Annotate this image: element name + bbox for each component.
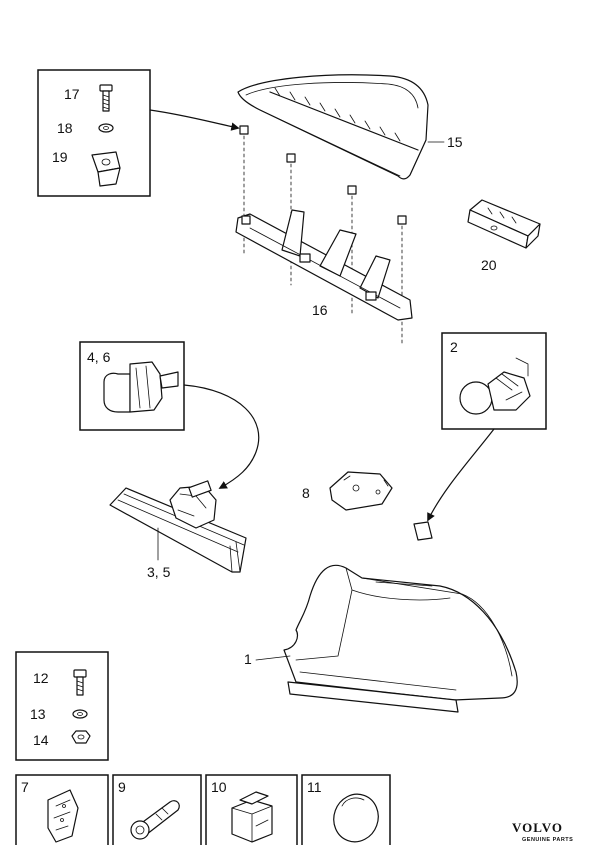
label-9: 9 (118, 779, 126, 795)
washer-13-part (72, 709, 88, 719)
mounting-screws (239, 125, 407, 346)
label-11: 11 (307, 779, 322, 795)
label-8: 8 (302, 485, 310, 501)
bolt-12-part (73, 669, 87, 696)
arrow-bulb-holder-to-lamp-3-5 (183, 384, 260, 489)
label-20: 20 (481, 257, 497, 273)
lamp-unit-3-5-part (109, 480, 247, 573)
bulb-socket-part (413, 521, 433, 541)
label-14: 14 (33, 732, 49, 748)
label-7: 7 (21, 779, 29, 795)
clip-nut-19-part (91, 151, 121, 187)
brand-name: VOLVO (512, 820, 563, 835)
arrow-inset-to-lamp-15 (149, 109, 240, 131)
label-10: 10 (211, 779, 227, 795)
label-12: 12 (33, 670, 49, 686)
inset-box-7: 7 (15, 774, 109, 845)
inset-box-fasteners-12-13-14: 12 13 14 (15, 651, 109, 761)
volvo-logo: VOLVO GENUINE PARTS (512, 820, 573, 843)
label-18: 18 (57, 120, 73, 136)
label-2: 2 (450, 339, 458, 355)
label-3-5: 3, 5 (147, 564, 171, 580)
bracket-16-part (235, 209, 413, 321)
nut-14-part (71, 730, 91, 744)
label-13: 13 (30, 706, 46, 722)
inset-box-9: 9 (112, 774, 202, 845)
label-17: 17 (64, 86, 80, 102)
brake-lamp-15-part (237, 74, 429, 180)
label-19: 19 (52, 149, 68, 165)
inset-box-fasteners-17-18-19: 17 18 19 (37, 69, 151, 197)
label-15: 15 (447, 134, 463, 150)
lamp-20-part (467, 199, 541, 249)
bolt-17-part (99, 84, 113, 112)
brand-tagline: GENUINE PARTS (522, 837, 573, 843)
inset-box-10: 10 (205, 774, 298, 845)
tail-lamp-housing-1-part (283, 564, 518, 713)
leader-1 (255, 655, 291, 661)
plate-8-part (329, 471, 393, 511)
inset-box-bulb-2: 2 (441, 332, 547, 430)
label-1: 1 (244, 651, 252, 667)
label-16: 16 (312, 302, 328, 318)
arrow-bulb-to-socket (427, 428, 495, 522)
inset-box-bulb-holder-4-6: 4, 6 (79, 341, 185, 431)
label-4-6: 4, 6 (87, 349, 111, 365)
washer-18-part (98, 123, 114, 133)
inset-box-11: 11 (301, 774, 391, 845)
